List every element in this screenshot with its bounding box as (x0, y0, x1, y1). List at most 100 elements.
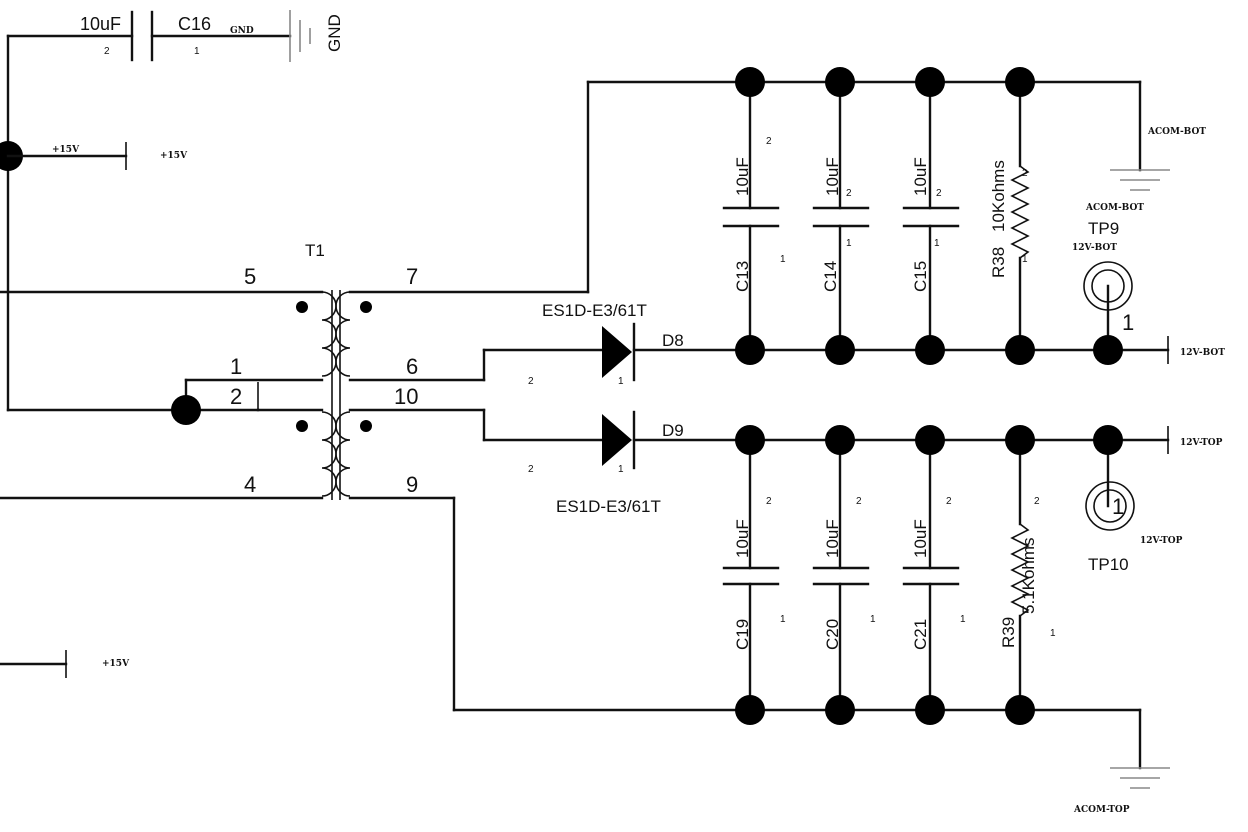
d8-pin-1: 1 (618, 376, 624, 387)
c16-pin-1: 1 (194, 46, 200, 57)
junction-dot (825, 425, 855, 455)
junction-dot (1005, 695, 1035, 725)
junction-dot (825, 335, 855, 365)
junction-dot (735, 695, 765, 725)
gnd-label: GND (325, 14, 344, 52)
c21-ref: C21 (911, 619, 930, 650)
v12-bot-label: 12V-BOT (1180, 348, 1225, 358)
c21-value: 10uF (911, 519, 930, 558)
acom-bot-label: ACOM-BOT (1147, 127, 1206, 137)
c16-ref: C16 (178, 14, 211, 34)
c19-value: 10uF (733, 519, 752, 558)
r39-ref: R39 (999, 617, 1018, 648)
r39-pin-2: 2 (1034, 496, 1040, 507)
c14-ref: C14 (821, 261, 840, 292)
diode-triangle (602, 326, 632, 378)
junction-dot (735, 425, 765, 455)
junction-dots (735, 67, 1123, 725)
plus15v-port-label-2: +15V (102, 659, 130, 669)
acom-top-label: ACOM-TOP (1073, 805, 1130, 815)
c19-pin-1: 1 (780, 614, 786, 625)
t1-pin-6: 6 (406, 354, 418, 379)
c13-pin-2: 2 (766, 136, 772, 147)
c14-pin-1: 1 (846, 238, 852, 249)
c19-pin-2: 2 (766, 496, 772, 507)
tp9-net: 12V-BOT (1072, 243, 1117, 253)
junction-dot (915, 425, 945, 455)
c13-value: 10uF (733, 157, 752, 196)
diode-d9: ES1D-E3/61T D9 2 1 (482, 410, 752, 516)
acom-bot-symbol-label: ACOM-BOT (1085, 203, 1144, 213)
c19-ref: C19 (733, 619, 752, 650)
capacitor-c21: 10uF C21 2 1 (902, 438, 966, 712)
v12-top-port: 12V-TOP (1167, 426, 1223, 454)
t1-pin-9: 9 (406, 472, 418, 497)
plus15v-wire-label: +15V (52, 145, 80, 155)
resistor-r39: R39 5.1Kohms 2 1 (999, 438, 1056, 712)
r38-ref: R38 (989, 247, 1008, 278)
junction-dot (1093, 425, 1123, 455)
plus15v-port-label: +15V (160, 151, 188, 161)
junction-dot (915, 695, 945, 725)
d9-ref: D9 (662, 421, 684, 440)
tp9-pin: 1 (1122, 310, 1134, 335)
junction-dot (735, 67, 765, 97)
plus15v-a: +15V +15V (0, 141, 188, 171)
c20-value: 10uF (823, 519, 842, 558)
c15-pin-2: 2 (936, 188, 942, 199)
c21-pin-2: 2 (946, 496, 952, 507)
t1-pin-2: 2 (230, 384, 242, 409)
junction-dot (1093, 335, 1123, 365)
c20-pin-2: 2 (856, 496, 862, 507)
c20-pin-1: 1 (870, 614, 876, 625)
testpoint-tp9: TP9 12V-BOT 1 (1072, 219, 1134, 352)
junction-dot (735, 335, 765, 365)
tp9-ref: TP9 (1088, 219, 1119, 238)
c16-value: 10uF (80, 14, 121, 34)
capacitor-c13: 10uF C13 2 1 (722, 80, 786, 352)
r38-pin-2: 2 (1022, 168, 1028, 179)
d9-part: ES1D-E3/61T (556, 497, 661, 516)
d8-ref: D8 (662, 331, 684, 350)
tp10-net: 12V-TOP (1140, 536, 1183, 546)
junction-dot (1005, 335, 1035, 365)
junction-dot (1005, 425, 1035, 455)
gnd-symbol-top: GND (289, 10, 344, 62)
junction-dot (915, 335, 945, 365)
diode-d8: ES1D-E3/61T D8 2 1 (482, 301, 752, 387)
junction-dot (825, 695, 855, 725)
r38-value: 10Kohms (989, 160, 1008, 232)
junction-dot (171, 395, 201, 425)
c15-ref: C15 (911, 261, 930, 292)
junction-dot (1005, 67, 1035, 97)
tp10-pin: 1 (1112, 494, 1124, 519)
acom-bot-ground: ACOM-BOT ACOM-BOT (1085, 127, 1206, 213)
capacitor-c19: 10uF C19 2 1 (722, 438, 786, 712)
capacitor-c15: 10uF C15 2 1 (902, 80, 960, 352)
d8-part: ES1D-E3/61T (542, 301, 647, 320)
r38-pin-1: 1 (1022, 254, 1028, 265)
phase-dot (296, 420, 308, 432)
capacitor-c14: 10uF C14 2 1 (812, 80, 870, 352)
c16-capacitor: 10uF C16 2 1 GND (6, 10, 292, 412)
junction-dot (825, 67, 855, 97)
phase-dot (360, 301, 372, 313)
t1-pin-7: 7 (406, 264, 418, 289)
phase-dot (296, 301, 308, 313)
c15-value: 10uF (911, 157, 930, 196)
c14-value: 10uF (823, 157, 842, 196)
c14-pin-2: 2 (846, 188, 852, 199)
c13-ref: C13 (733, 261, 752, 292)
transformer-t1: T1 5 1 2 (0, 80, 590, 712)
v12-bot-port: 12V-BOT (1167, 336, 1225, 364)
t1-pin-1: 1 (230, 354, 242, 379)
capacitor-c20: 10uF C20 2 1 (812, 438, 876, 712)
d9-pin-1: 1 (618, 464, 624, 475)
diode-triangle (602, 414, 632, 466)
junction-dot (915, 67, 945, 97)
t1-pin-4: 4 (244, 472, 256, 497)
r39-pin-1: 1 (1050, 628, 1056, 639)
testpoint-tp10: 1 12V-TOP TP10 (1085, 438, 1183, 574)
c13-pin-1: 1 (780, 254, 786, 265)
